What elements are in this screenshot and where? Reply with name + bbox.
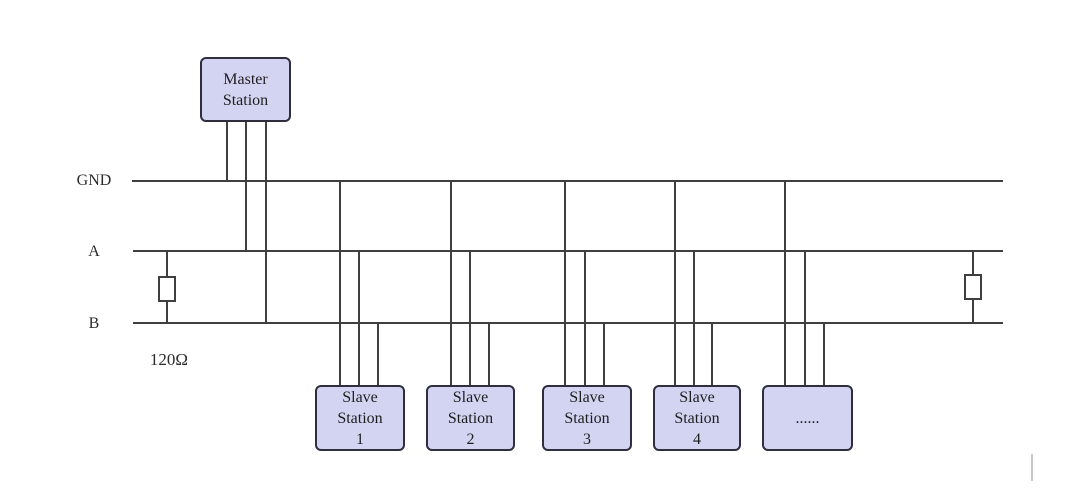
slave-station-4-box: Slave Station 4 <box>653 385 741 451</box>
slave4-b-wire <box>711 322 713 386</box>
slave4-a-wire <box>693 250 695 386</box>
slave2-a-wire <box>469 250 471 386</box>
a-bus-line <box>133 250 1003 252</box>
slave2-gnd-wire <box>450 180 452 386</box>
gnd-bus-line <box>132 180 1003 182</box>
master-station-box: Master Station <box>200 57 291 122</box>
slave3-b-wire <box>603 322 605 386</box>
gnd-bus-label: GND <box>76 172 112 189</box>
a-bus-label: A <box>88 243 100 260</box>
slave-station-3-box: Slave Station 3 <box>542 385 632 451</box>
right-terminator-resistor <box>964 274 982 300</box>
slave-more-b-wire <box>823 322 825 386</box>
slave4-gnd-wire <box>674 180 676 386</box>
b-bus-label: B <box>88 315 100 332</box>
b-bus-line <box>133 322 1003 324</box>
slave2-b-wire <box>488 322 490 386</box>
slave3-a-wire <box>584 250 586 386</box>
master-gnd-wire <box>226 122 228 182</box>
left-terminator-label: 120Ω <box>149 350 189 369</box>
right-edge-artifact-bar <box>1031 454 1033 481</box>
master-b-wire <box>265 122 267 324</box>
slave-more-gnd-wire <box>784 180 786 386</box>
slave1-gnd-wire <box>339 180 341 386</box>
master-a-wire <box>245 122 247 252</box>
slave-station-more-box: ...... <box>762 385 853 451</box>
slave-station-1-box: Slave Station 1 <box>315 385 405 451</box>
left-terminator-resistor <box>158 276 176 302</box>
slave1-a-wire <box>358 250 360 386</box>
slave3-gnd-wire <box>564 180 566 386</box>
slave-more-a-wire <box>804 250 806 386</box>
slave-station-2-box: Slave Station 2 <box>426 385 515 451</box>
slave1-b-wire <box>377 322 379 386</box>
